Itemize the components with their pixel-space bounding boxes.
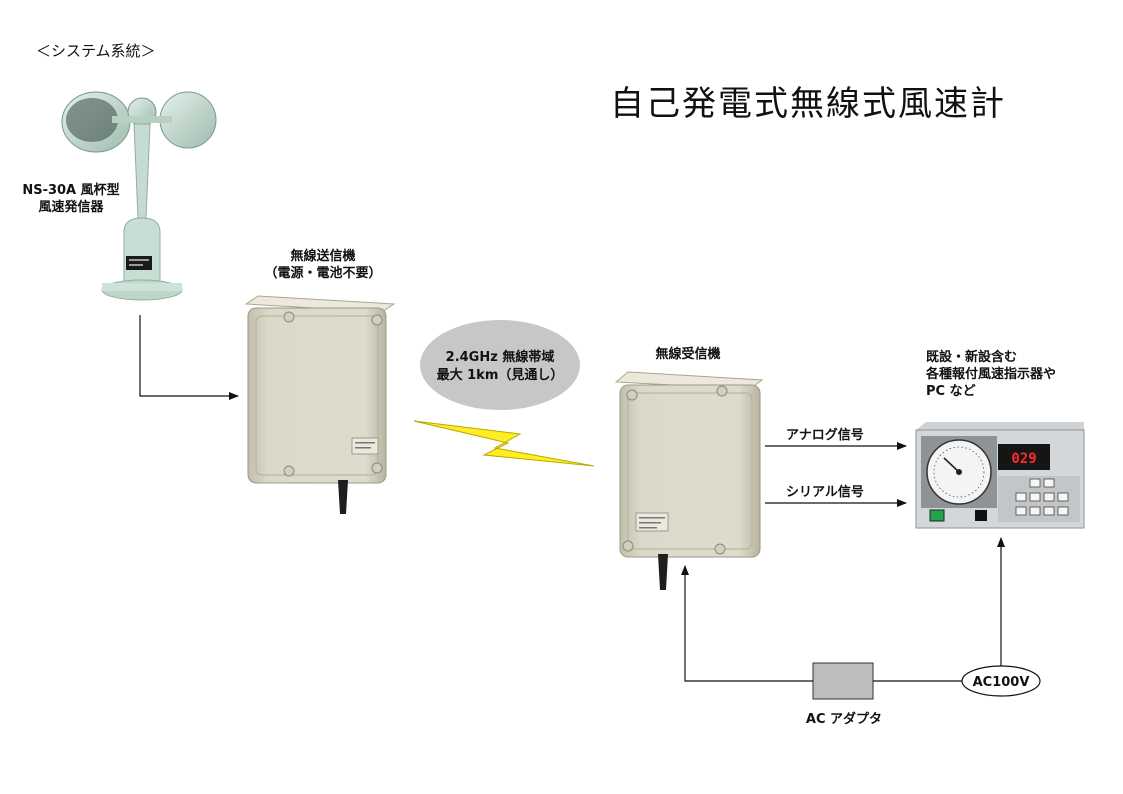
transmitter-label: 無線送信機 （電源・電池不要）	[248, 248, 398, 282]
ac-adapter-box	[812, 662, 874, 700]
wireless-label-line2: 最大 1km（見通し）	[437, 367, 564, 383]
transmitter-label-line2: （電源・電池不要）	[264, 266, 382, 281]
indicator-display-readout: 029	[1011, 451, 1036, 467]
wireless-label-line1: 2.4GHz 無線帯域	[446, 349, 555, 365]
transmitter-label-line1: 無線送信機	[290, 249, 356, 264]
adapter-label: AC アダプタ	[805, 712, 883, 727]
analog-signal-label: アナログ信号	[786, 428, 864, 443]
indicator-label: 既設・新設含む 各種報付風速指示器や PC など	[926, 349, 1056, 400]
transmitter-image	[244, 295, 396, 514]
indicator-label-line3: PC など	[926, 384, 976, 399]
anemometer-image	[61, 91, 217, 301]
indicator-image	[915, 422, 1085, 529]
system-label: ＜システム系統＞	[36, 42, 156, 60]
wireless-bolt-icon	[413, 420, 595, 467]
adapter-to-receiver-wire	[681, 565, 813, 682]
anemometer-label: NS-30A 風杯型 風速発信器	[12, 182, 130, 216]
anemometer-label-line2: 風速発信器	[38, 200, 104, 215]
anemometer-label-line1: NS-30A 風杯型	[22, 183, 120, 198]
anemometer-to-transmitter-wire	[139, 315, 239, 400]
ac100v-ellipse	[961, 665, 1041, 697]
serial-signal-label: シリアル信号	[786, 485, 864, 500]
page-title: 自己発電式無線式風速計	[610, 84, 1006, 124]
receiver-image	[614, 371, 764, 590]
wireless-band-ellipse	[420, 320, 580, 410]
indicator-label-line2: 各種報付風速指示器や	[926, 367, 1057, 382]
receiver-label: 無線受信機	[655, 347, 721, 362]
ac100v-label: AC100V	[973, 675, 1030, 690]
indicator-label-line1: 既設・新設含む	[926, 350, 1018, 365]
